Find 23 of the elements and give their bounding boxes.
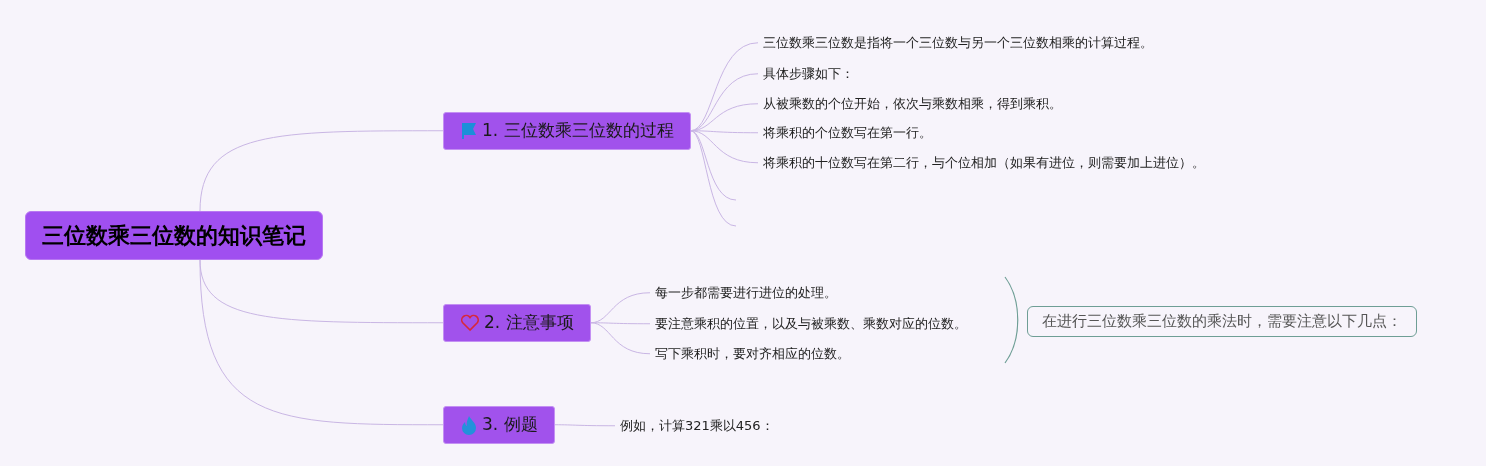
subtopic-text: 将乘积的个位数写在第一行。 [758, 121, 937, 145]
branch-line [199, 259, 444, 426]
subtopic-text: 具体步骤如下： [758, 62, 859, 86]
summary-box: 在进行三位数乘三位数的乘法时，需要注意以下几点： [1027, 306, 1417, 337]
subtopic-text: 写下乘积时，要对齐相应的位数。 [650, 342, 855, 366]
subtopic-text: 要注意乘积的位置，以及与被乘数、乘数对应的位数。 [650, 312, 972, 336]
subtopic-text: 每一步都需要进行进位的处理。 [650, 281, 842, 305]
subtopic-text: 将乘积的十位数写在第二行，与个位相加（如果有进位，则需要加上进位）。 [758, 151, 1210, 175]
branch-line [690, 130, 737, 201]
branch-line [590, 322, 651, 355]
branch-topic [443, 304, 591, 342]
branch-line [199, 130, 444, 212]
branch-topic [443, 112, 691, 150]
branch-line [554, 424, 616, 427]
topic-text: 1. 三位数乘三位数的过程 [482, 119, 674, 142]
topic-text: 2. 注意事项 [484, 311, 574, 334]
central-topic: 三位数乘三位数的知识笔记 [25, 211, 323, 260]
subtopic-text: 例如，计算321乘以456： [615, 414, 779, 438]
subtopic-text: 从被乘数的个位开始，依次与乘数相乘，得到乘积。 [758, 92, 1067, 116]
branch-topic [443, 406, 555, 444]
subtopic-text: 三位数乘三位数是指将一个三位数与另一个三位数相乘的计算过程。 [758, 31, 1158, 55]
branch-line [690, 130, 737, 227]
topic-text: 3. 例题 [482, 413, 538, 436]
